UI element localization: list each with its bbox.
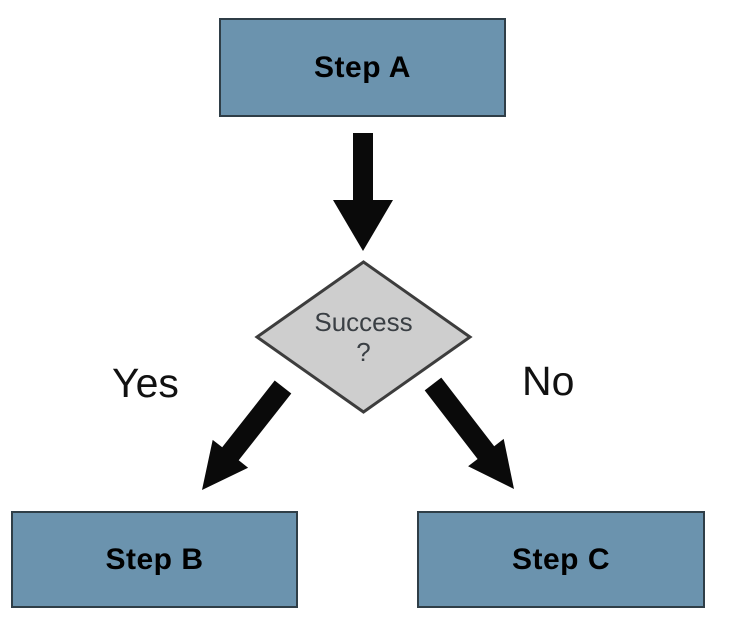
node-step-a: Step A	[219, 18, 506, 117]
node-step-c-label: Step C	[511, 542, 610, 576]
node-step-b-label: Step B	[105, 542, 204, 576]
arrow-down-icon	[333, 133, 393, 251]
edge-label-no: No	[522, 358, 575, 404]
node-step-a-label: Step A	[314, 50, 411, 84]
node-decision-label-line1: Success	[314, 307, 413, 337]
node-decision-label-line2: ?	[356, 337, 371, 367]
arrow-yes-icon	[202, 380, 292, 490]
node-step-b: Step B	[11, 511, 298, 608]
node-decision-label: Success ?	[257, 307, 470, 367]
node-decision-diamond	[254, 260, 473, 414]
edge-label-yes: Yes	[112, 360, 179, 406]
node-step-c: Step C	[417, 511, 705, 608]
arrow-no-icon	[424, 377, 514, 489]
